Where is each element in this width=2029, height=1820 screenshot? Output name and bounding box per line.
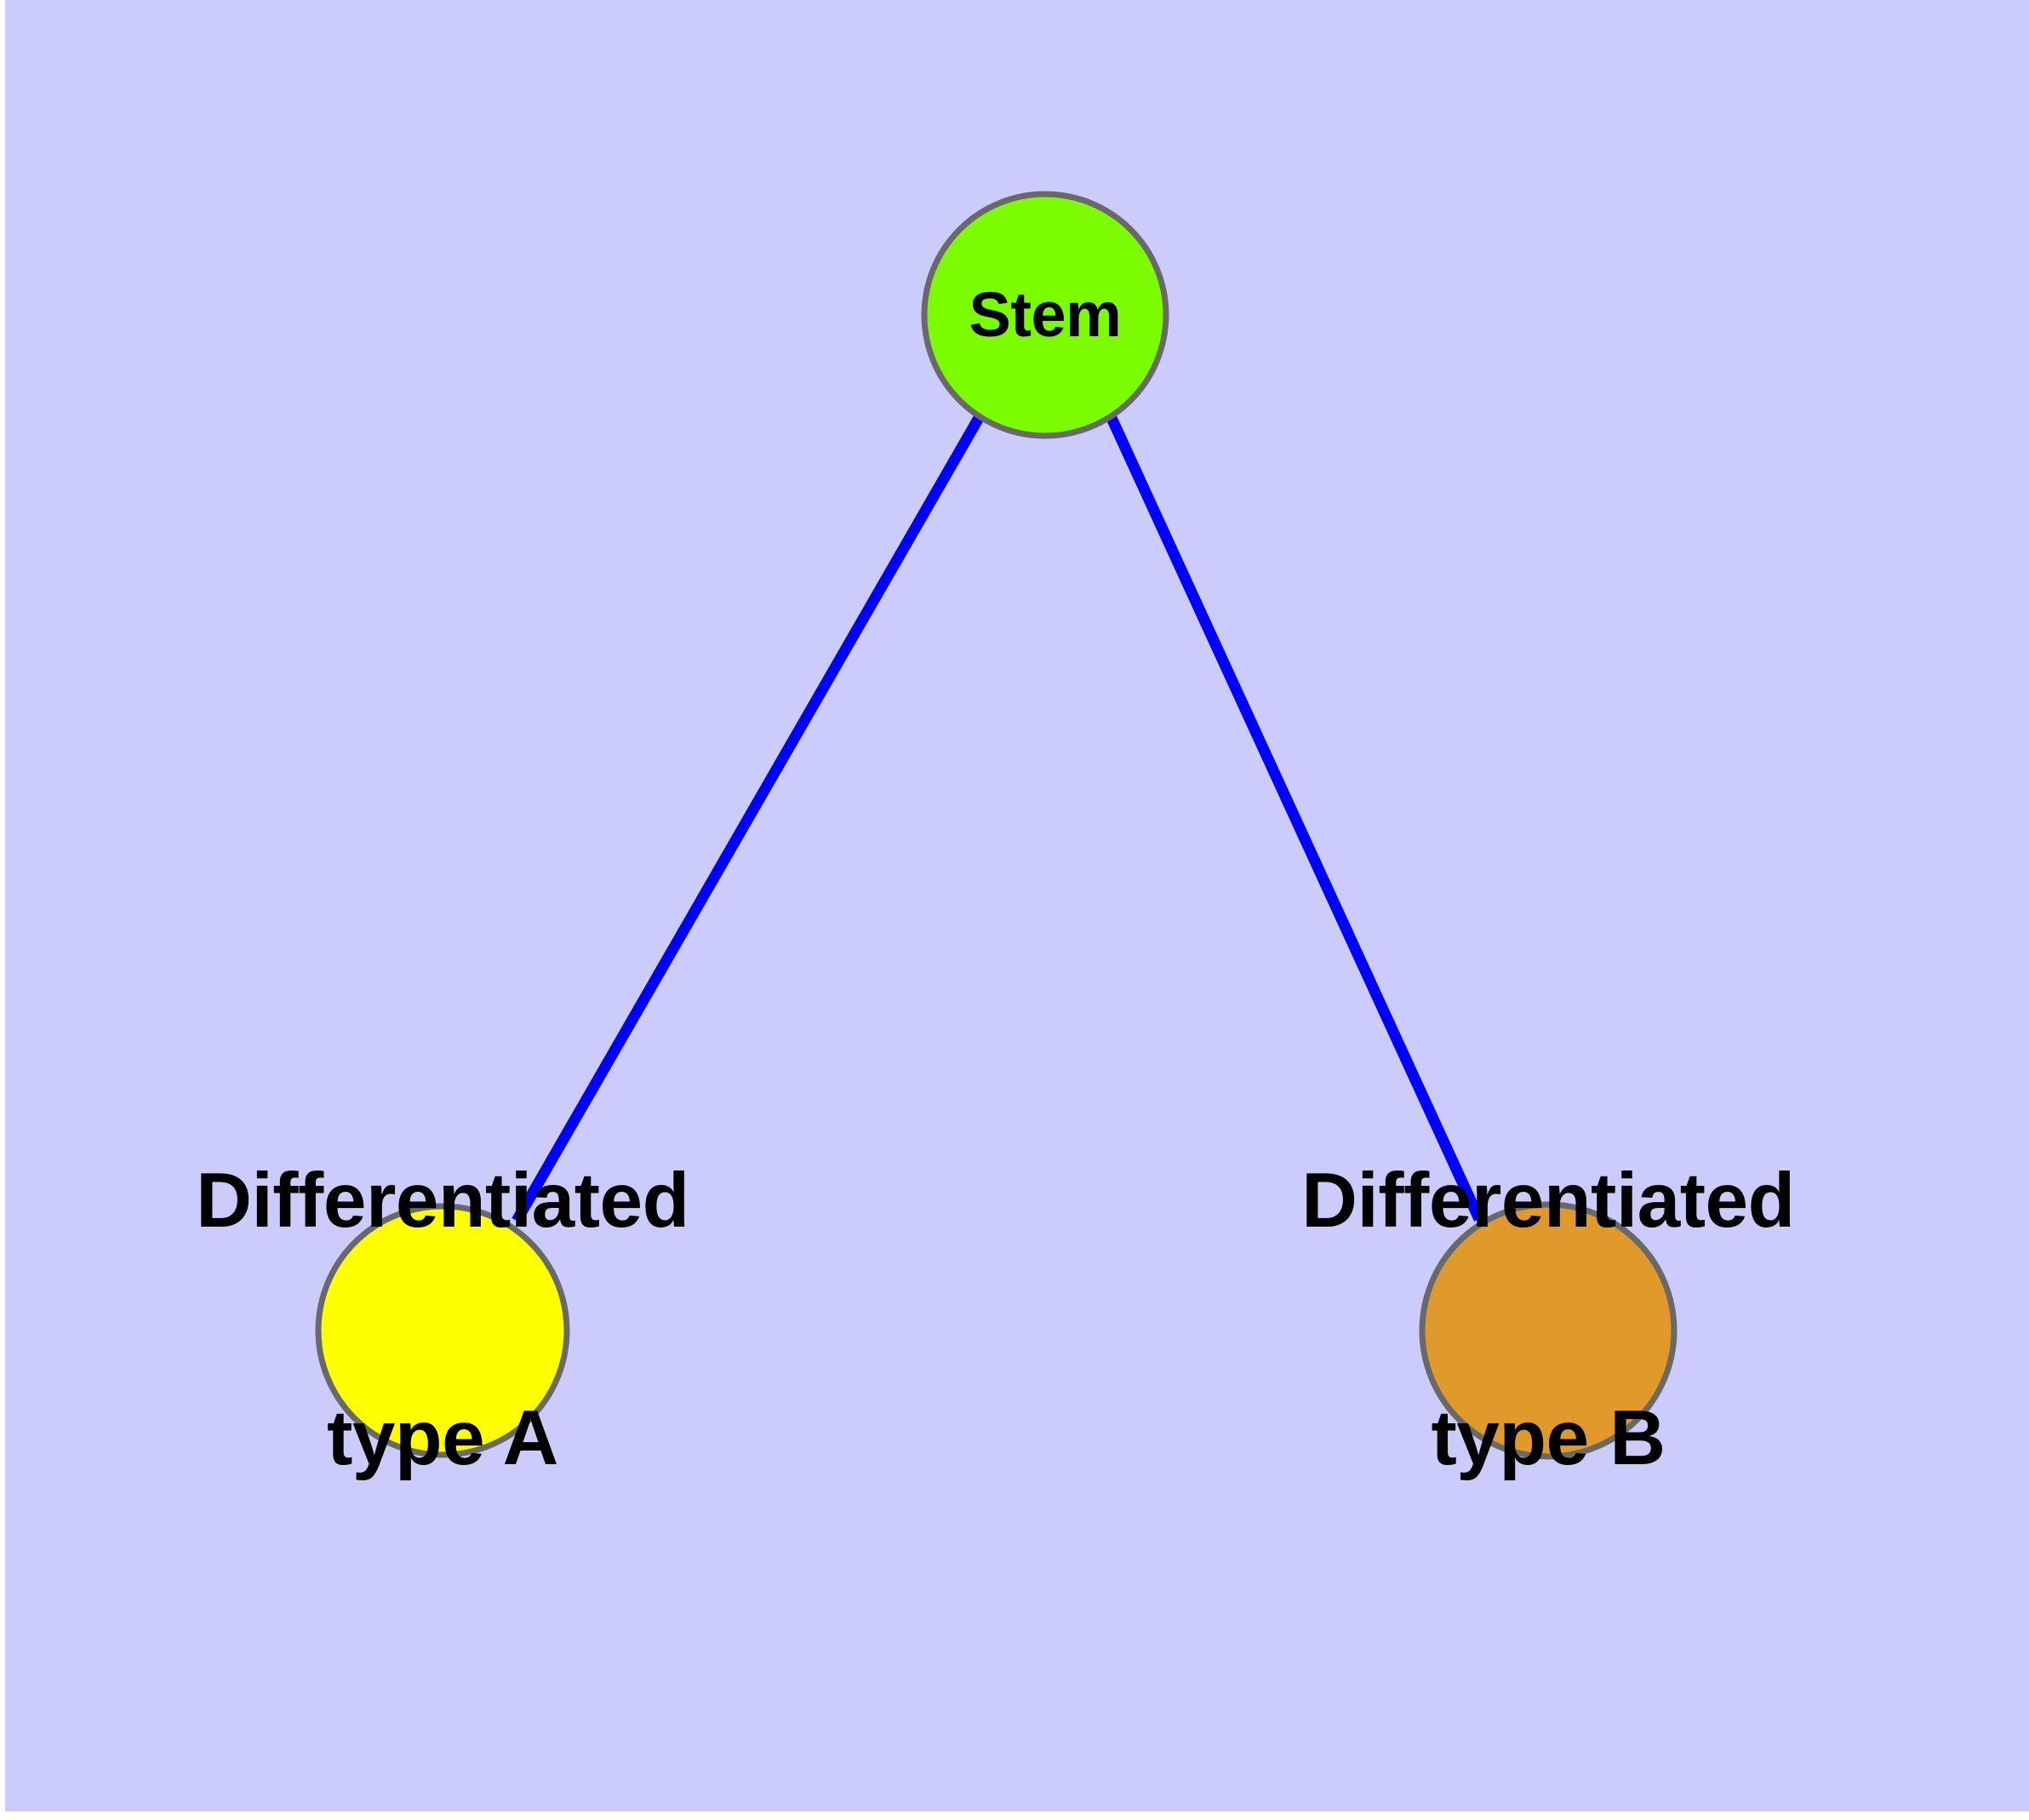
node-label-diff-a-line2: type A (327, 1394, 558, 1481)
node-label-stem-line1: Stem (969, 279, 1122, 351)
edge-stem-to-diff-b[interactable] (1106, 415, 1484, 1222)
node-diff-a[interactable] (315, 1203, 570, 1458)
node-label-diff-b: Differentiated type B (1123, 1004, 1974, 1637)
node-stem[interactable] (921, 191, 1169, 439)
node-label-diff-b-line1: Differentiated (1301, 1158, 1795, 1245)
node-diff-b[interactable] (1419, 1201, 1677, 1460)
node-label-diff-a: Differentiated type A (17, 1004, 868, 1637)
node-label-diff-a-line1: Differentiated (196, 1158, 689, 1245)
edge-stem-to-diff-a[interactable] (512, 415, 984, 1224)
node-label-stem: Stem (705, 155, 1386, 476)
node-label-diff-b-line2: type B (1431, 1394, 1666, 1481)
